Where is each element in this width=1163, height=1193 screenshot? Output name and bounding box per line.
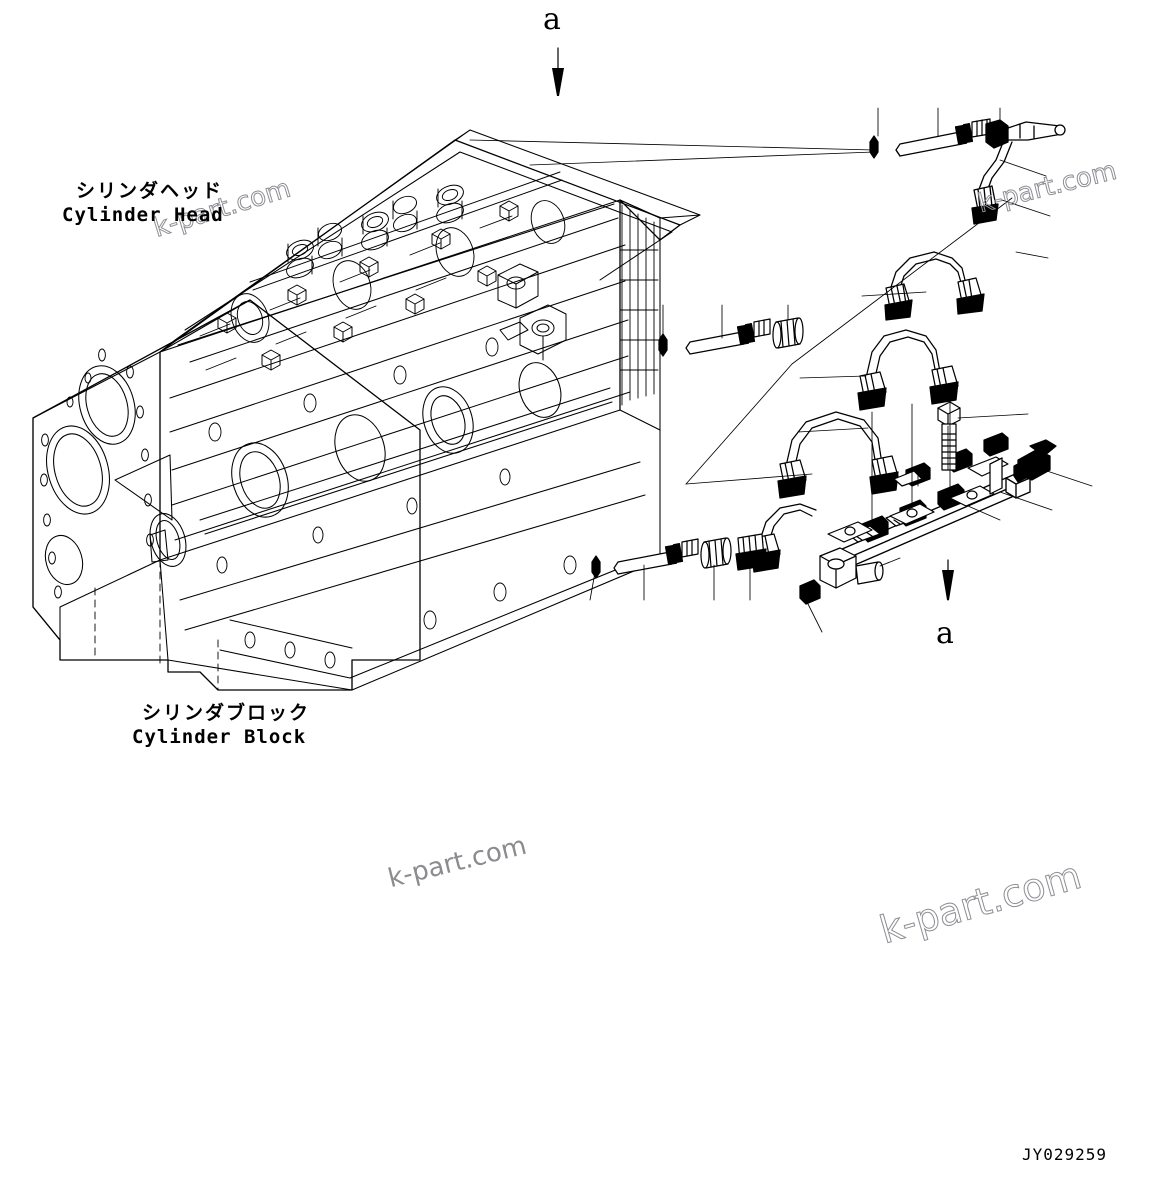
cylinder-block-label-en: Cylinder Block <box>132 726 307 748</box>
section-mark-bottom: a <box>936 616 954 651</box>
section-mark-top: a <box>543 2 561 37</box>
drawing-number: JY029259 <box>1022 1145 1108 1164</box>
cylinder-head-label-en: Cylinder Head <box>62 204 224 226</box>
cylinder-block-label-jp: シリンダブロック <box>142 702 311 724</box>
cylinder-head-label-jp: シリンダヘッド <box>76 180 224 202</box>
